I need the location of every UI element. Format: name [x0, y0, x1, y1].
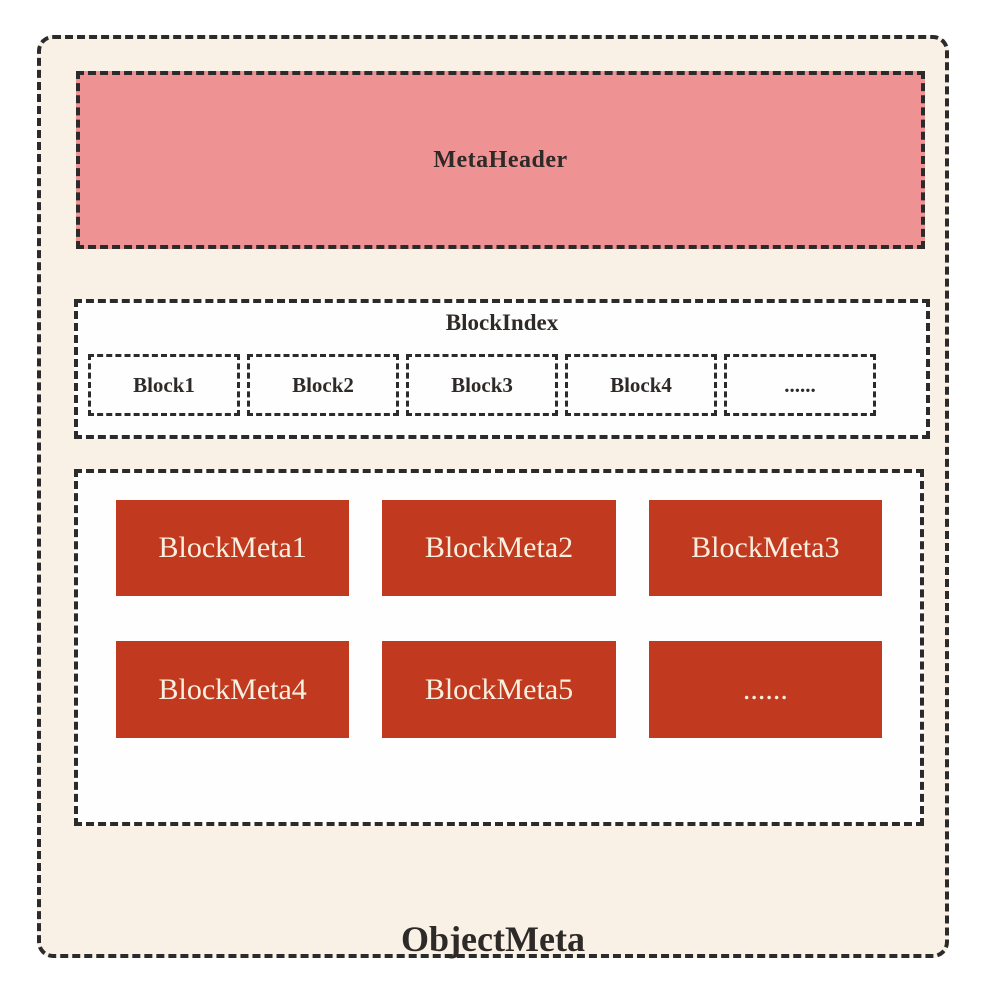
block-cell-2: Block2: [247, 354, 399, 416]
block-index-container: BlockIndex Block1 Block2 Block3 Block4 .…: [74, 299, 930, 439]
meta-header-box: MetaHeader: [76, 71, 925, 249]
block-meta-box-3: BlockMeta3: [648, 500, 882, 596]
block-meta-box-4: BlockMeta4: [116, 641, 350, 738]
block-meta-box-2: BlockMeta2: [382, 500, 616, 596]
block-meta-box-1: BlockMeta1: [116, 500, 350, 596]
block-meta-box-5: BlockMeta5: [382, 641, 616, 738]
object-meta-container: MetaHeader BlockIndex Block1 Block2 Bloc…: [37, 35, 949, 959]
block-meta-container: BlockMeta1 BlockMeta2 BlockMeta3 BlockMe…: [74, 469, 924, 826]
block-cell-ellipsis: ......: [724, 354, 876, 416]
block-index-title: BlockIndex: [445, 310, 559, 335]
block-cell-4: Block4: [565, 354, 717, 416]
object-meta-label: ObjectMeta: [401, 919, 585, 959]
block-cell-3: Block3: [406, 354, 558, 416]
block-cell-1: Block1: [88, 354, 240, 416]
block-index-row: Block1 Block2 Block3 Block4 ......: [88, 354, 876, 416]
block-meta-box-ellipsis: ......: [648, 641, 882, 738]
